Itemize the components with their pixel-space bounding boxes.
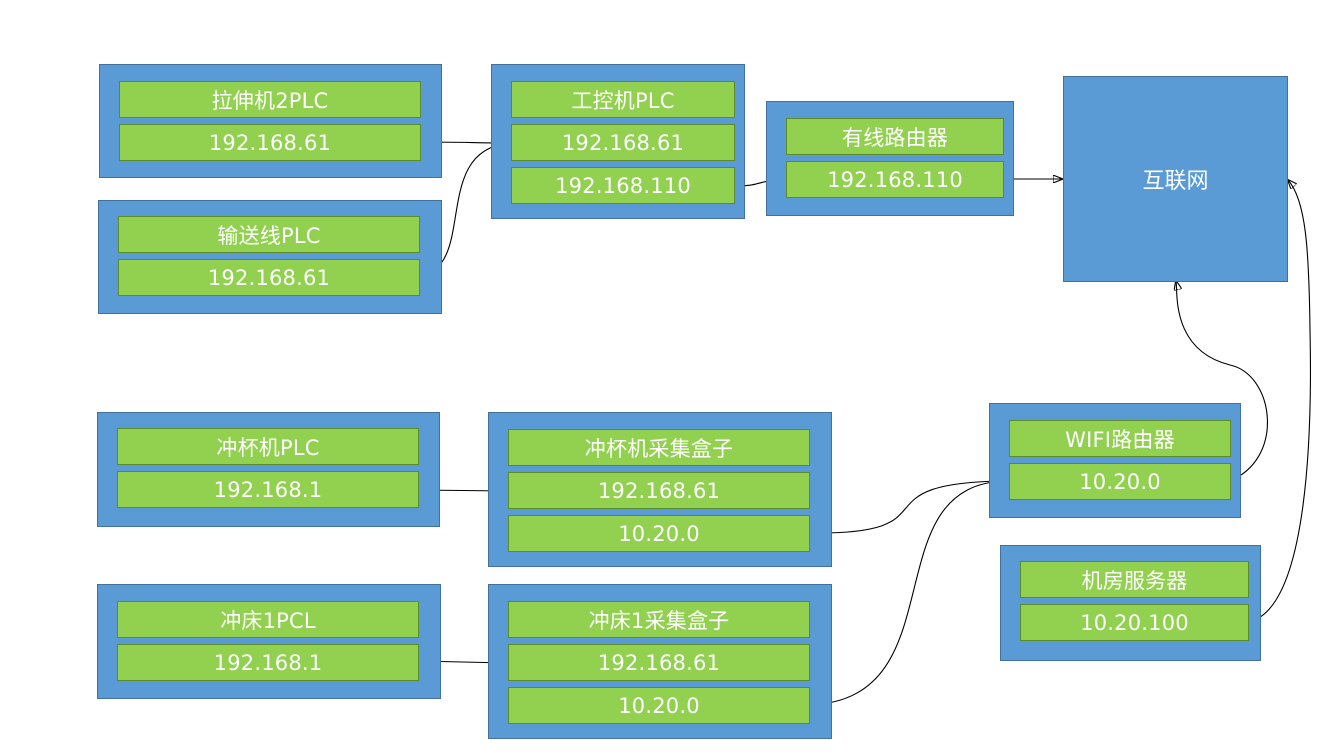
edge-press1-box-to-wifi xyxy=(808,481,1008,706)
node-title: 拉伸机2PLC xyxy=(119,81,421,118)
wifi-router-node: WIFI路由器 10.20.0 xyxy=(989,403,1241,518)
cup-punch-plc-node: 冲杯机PLC 192.168.1 xyxy=(97,412,440,527)
node-ip: 10.20.100 xyxy=(1020,604,1249,641)
node-ip-b: 10.20.0 xyxy=(508,515,810,552)
node-title: 有线路由器 xyxy=(786,118,1004,155)
node-title: 冲杯机采集盒子 xyxy=(508,429,810,466)
edge-cup-punch-box-to-wifi xyxy=(808,481,1008,534)
node-ip-a: 192.168.61 xyxy=(508,644,810,681)
server-room-node: 机房服务器 10.20.100 xyxy=(1000,545,1261,661)
node-ip-b: 10.20.0 xyxy=(508,687,810,724)
node-ip: 10.20.0 xyxy=(1009,463,1231,500)
node-ip-b: 192.168.110 xyxy=(511,167,735,204)
ipc-plc-node: 工控机PLC 192.168.61 192.168.110 xyxy=(491,64,745,219)
node-ip-a: 192.168.61 xyxy=(511,124,735,161)
node-ip: 192.168.61 xyxy=(118,259,420,296)
node-title: 冲床1采集盒子 xyxy=(508,601,810,638)
conveyor-plc-node: 输送线PLC 192.168.61 xyxy=(98,200,442,314)
internet-label: 互联网 xyxy=(1142,169,1209,194)
press1-box-node: 冲床1采集盒子 192.168.61 10.20.0 xyxy=(488,584,832,739)
node-ip: 192.168.1 xyxy=(117,644,419,681)
cup-punch-box-node: 冲杯机采集盒子 192.168.61 10.20.0 xyxy=(488,412,832,567)
node-ip: 192.168.1 xyxy=(117,471,419,508)
node-title: 机房服务器 xyxy=(1020,561,1249,598)
node-title: 冲床1PCL xyxy=(117,601,419,638)
internet-node: 互联网 xyxy=(1063,76,1288,282)
wired-router-node: 有线路由器 192.168.110 xyxy=(766,101,1014,216)
node-title: 输送线PLC xyxy=(118,216,420,253)
node-ip: 192.168.110 xyxy=(786,161,1004,198)
node-title: 冲杯机PLC xyxy=(117,428,419,465)
stretcher-plc-node: 拉伸机2PLC 192.168.61 xyxy=(99,64,442,178)
node-title: WIFI路由器 xyxy=(1009,420,1231,457)
node-ip: 192.168.61 xyxy=(119,124,421,161)
press1-plc-node: 冲床1PCL 192.168.1 xyxy=(97,584,441,699)
node-title: 工控机PLC xyxy=(511,81,735,118)
node-ip-a: 192.168.61 xyxy=(508,472,810,509)
